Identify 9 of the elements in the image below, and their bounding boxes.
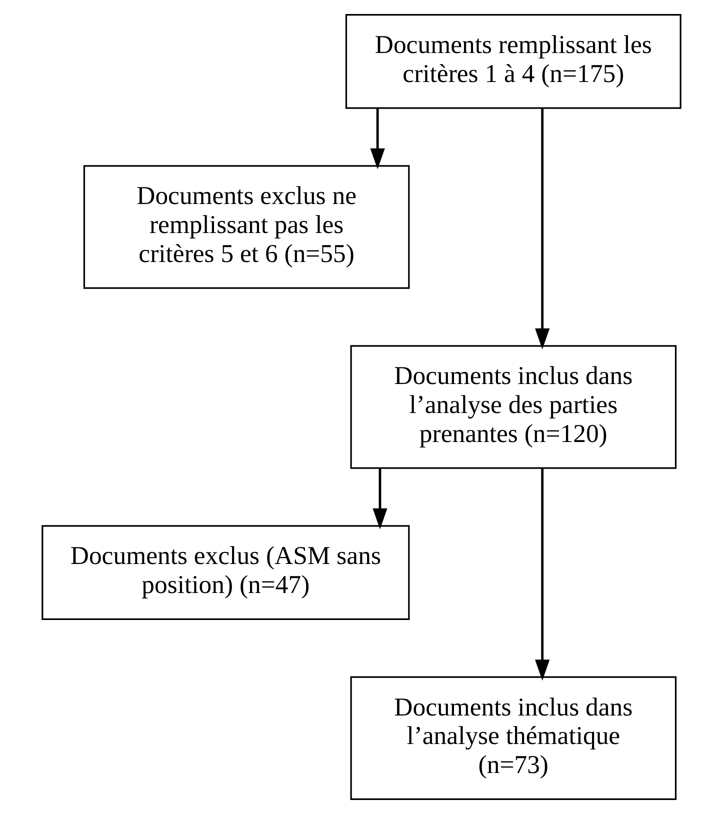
node-box: Documents exclus ne remplissant pas les critères 5 et 6 (n=55) (82, 165, 410, 289)
node-box: Documents inclus dans l’analyse thématique (n=73) (350, 676, 676, 800)
arrow (370, 108, 384, 170)
node-box: Documents exclus (ASM sans position) (n=47) (41, 525, 410, 620)
arrow (534, 108, 550, 350)
arrow (372, 468, 387, 530)
node-box: Documents inclus dans l’analyse des parties prenantes (n=120) (350, 345, 676, 469)
node-box: Documents remplissant les critères 1 à 4 (n=175) (344, 14, 681, 109)
arrow (534, 468, 550, 681)
